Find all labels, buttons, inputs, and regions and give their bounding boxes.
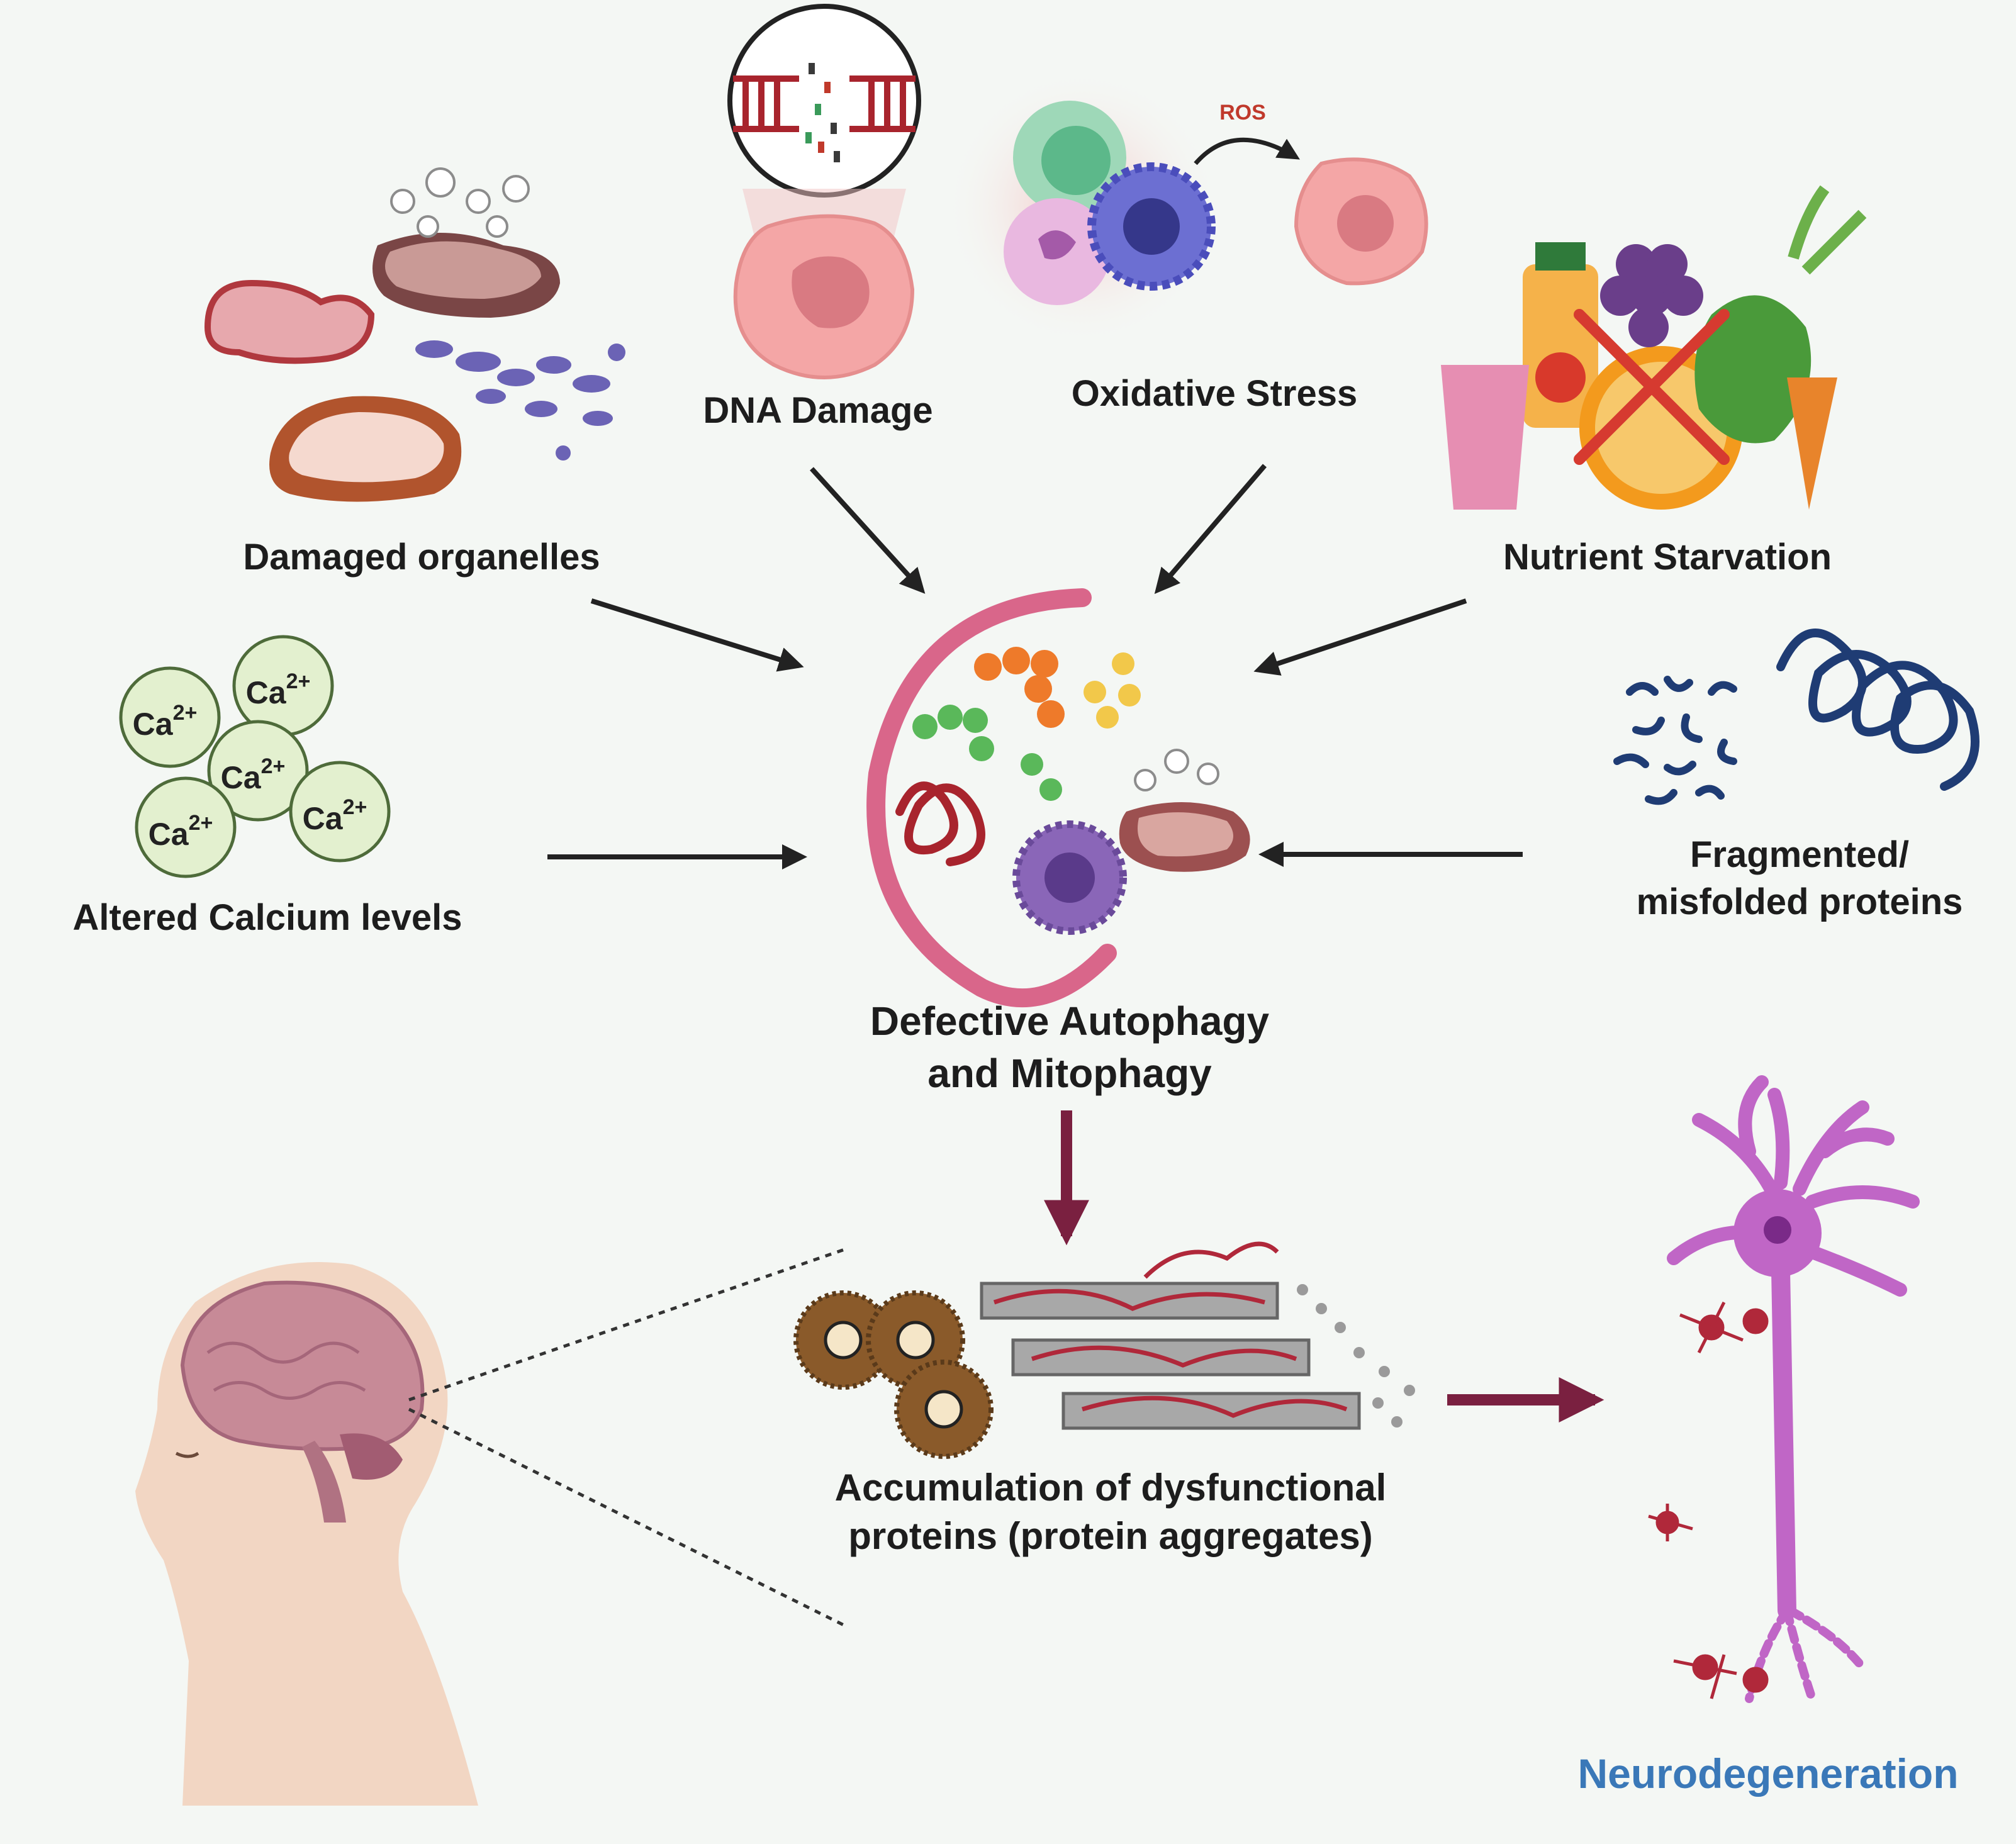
glass-icon: [1441, 365, 1529, 510]
coiled-protein-icon: [1776, 629, 1980, 791]
arrow-dna: [810, 467, 926, 594]
svg-text:Ca2+: Ca2+: [246, 669, 311, 710]
nutrient-starvation-illustration: [1441, 185, 1867, 510]
label-accumulation-line1: Accumulation of dysfunctional: [835, 1467, 1387, 1509]
label-defective-line1: Defective Autophagy: [870, 998, 1270, 1044]
protein-fragments-icon: [1613, 676, 1737, 805]
orange-cargo-icon: [974, 647, 1065, 728]
neuron-illustration: [1667, 1075, 1920, 1703]
arrow-oxidative: [1154, 464, 1267, 595]
cross-icon: [1574, 309, 1730, 465]
damaged-organelles-illustration: [204, 167, 625, 502]
fibril-debris: [1297, 1284, 1415, 1428]
lettuce-icon: [1694, 295, 1812, 444]
oxidative-stress-illustration: [944, 69, 1428, 346]
label-fragmented-line1: Fragmented/: [1690, 834, 1909, 875]
label-ros: ROS: [1219, 101, 1266, 125]
label-neurodegeneration: Neurodegeneration: [1577, 1750, 1958, 1797]
label-defective-line2: and Mitophagy: [927, 1051, 1212, 1096]
calcium-ion: Ca2+: [119, 666, 221, 768]
arrow-organelles: [590, 598, 804, 672]
calcium-ion: Ca2+: [135, 776, 237, 878]
label-accumulation-line2: proteins (protein aggregates): [848, 1515, 1372, 1557]
fibril-icon: [980, 1241, 1361, 1430]
svg-text:Ca2+: Ca2+: [148, 811, 213, 852]
red-protein-icon: [895, 781, 985, 866]
label-oxidative-stress: Oxidative Stress: [1072, 373, 1358, 414]
svg-text:Ca2+: Ca2+: [303, 795, 367, 836]
green-cargo-icon: [912, 705, 1062, 801]
dna-fragments: [805, 63, 840, 162]
svg-text:Ca2+: Ca2+: [133, 701, 198, 742]
grapes-icon: [1600, 244, 1703, 347]
plaque-icon: [793, 1290, 994, 1459]
glial-cells: [1648, 1301, 1769, 1699]
zoom-lines: [408, 1247, 848, 1628]
input-arrows: [547, 464, 1523, 869]
autophagosome-illustration: [866, 588, 1250, 1008]
arrow-nutrient: [1253, 598, 1467, 676]
label-nutrient-starvation: Nutrient Starvation: [1503, 537, 1832, 578]
calcium-ion: Ca2+: [232, 635, 334, 737]
debris-cloud: [390, 167, 530, 238]
svg-text:Ca2+: Ca2+: [221, 754, 286, 795]
carrot-icon: [1787, 377, 1837, 510]
label-fragmented-line2: misfolded proteins: [1637, 881, 1963, 922]
calcium-ions: Ca2+ Ca2+ Ca2+ Ca2+ Ca2+: [119, 635, 391, 878]
label-dna-damage: DNA Damage: [703, 390, 932, 431]
calcium-ion: Ca2+: [207, 720, 309, 822]
er-fragments-icon: [415, 340, 625, 461]
protein-aggregates-illustration: [793, 1241, 1415, 1459]
neuron-axon: [1771, 1261, 1796, 1620]
misfolded-proteins-illustration: [1613, 629, 1980, 805]
calcium-ion: Ca2+: [289, 761, 391, 863]
broken-mitochondrion-icon: [204, 279, 375, 364]
label-altered-calcium: Altered Calcium levels: [73, 897, 462, 938]
label-damaged-organelles: Damaged organelles: [243, 537, 600, 578]
yellow-cargo-icon: [1084, 652, 1141, 729]
dna-strand-icon: [733, 75, 916, 132]
ros-arrow: [1194, 137, 1301, 165]
neuron-dendrites: [1667, 1075, 1920, 1297]
brain-icon: [180, 1280, 425, 1451]
dna-damage-illustration: [727, 4, 921, 379]
phagophore-membrane: [866, 588, 1117, 1008]
human-head-illustration: [135, 1262, 478, 1806]
